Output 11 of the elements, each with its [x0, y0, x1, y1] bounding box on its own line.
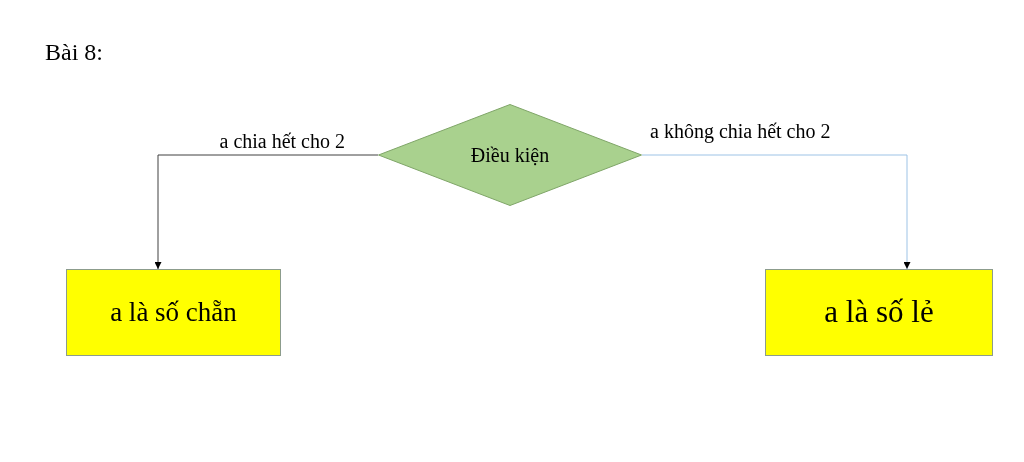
- process-box: [66, 269, 281, 356]
- edge-label: a chia hết cho 2: [219, 129, 345, 154]
- box-label: a là số lẻ: [824, 293, 934, 332]
- edge-label: a không chia hết cho 2: [650, 119, 831, 144]
- arrow: [154, 154, 379, 270]
- arrow: [641, 154, 911, 270]
- box-label: a là số chẵn: [110, 295, 237, 329]
- diamond-label: Điều kiện: [470, 142, 550, 168]
- decision-diamond: [378, 104, 642, 206]
- process-box: [765, 269, 993, 356]
- title: Bài 8:: [45, 38, 103, 67]
